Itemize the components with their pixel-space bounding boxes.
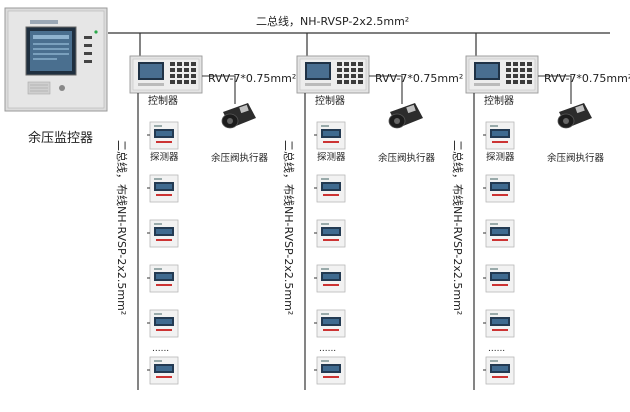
detector-1-6 (147, 356, 179, 385)
cable-label: RVV-7*0.75mm² (544, 72, 630, 85)
monitor-label: 余压监控器 (28, 130, 93, 146)
detector-label: 探测器 (317, 151, 346, 163)
actuator-label: 余压阀执行器 (378, 152, 436, 164)
detector-1-1 (147, 121, 179, 150)
detector-1-5 (147, 309, 179, 338)
column-1: RVV-7*0.75mm² 余压阀执行器 控制器二总线，布线NH-RVSP-2x2.… (115, 33, 296, 390)
cable-label: RVV-7*0.75mm² (208, 72, 296, 85)
detector-2-5 (314, 309, 346, 338)
actuator-cable (538, 75, 572, 104)
more-detectors-ellipsis: ...... (488, 344, 505, 354)
detector-2-1 (314, 121, 346, 150)
detector-3-6 (483, 356, 515, 385)
controller-label: 控制器 (315, 94, 345, 107)
controller-device (296, 55, 370, 94)
top-bus-label: 二总线，NH-RVSP-2x2.5mm² (256, 14, 409, 28)
detector-1-3 (147, 219, 179, 248)
detector-label: 探测器 (150, 151, 179, 163)
actuator-device (388, 103, 423, 129)
cable-label: RVV-7*0.75mm² (375, 72, 463, 85)
vertical-bus-label: 二总线，布线NH-RVSP-2x2.5mm² (451, 140, 465, 315)
column-3: RVV-7*0.75mm² 余压阀执行器 控制器二总线，布线NH-RVSP-2x2.… (451, 33, 630, 390)
actuator-device (221, 103, 256, 129)
more-detectors-ellipsis: ...... (319, 344, 336, 354)
controller-columns: RVV-7*0.75mm² 余压阀执行器 控制器二总线，布线NH-RVSP-2x2.… (115, 33, 630, 390)
detector-2-6 (314, 356, 346, 385)
vertical-bus-label: 二总线，布线NH-RVSP-2x2.5mm² (282, 140, 296, 315)
detector-3-4 (483, 264, 515, 293)
detector-2-2 (314, 174, 346, 203)
actuator-label: 余压阀执行器 (547, 152, 605, 164)
controller-device (129, 55, 203, 94)
detector-label: 探测器 (486, 151, 515, 163)
detector-2-3 (314, 219, 346, 248)
detector-1-2 (147, 174, 179, 203)
detector-1-4 (147, 264, 179, 293)
controller-label: 控制器 (148, 94, 178, 107)
actuator-device (557, 103, 592, 129)
actuator-cable (202, 75, 236, 104)
detector-3-1 (483, 121, 515, 150)
controller-device (465, 55, 539, 94)
column-2: RVV-7*0.75mm² 余压阀执行器 控制器二总线，布线NH-RVSP-2x2.… (282, 33, 463, 390)
monitor-cabinet (4, 7, 108, 112)
actuator-label: 余压阀执行器 (211, 152, 269, 164)
actuator-cable (369, 75, 403, 104)
vertical-bus-label: 二总线，布线NH-RVSP-2x2.5mm² (115, 140, 129, 315)
detector-3-3 (483, 219, 515, 248)
detector-3-2 (483, 174, 515, 203)
more-detectors-ellipsis: ...... (152, 344, 169, 354)
controller-label: 控制器 (484, 94, 514, 107)
detector-3-5 (483, 309, 515, 338)
detector-2-4 (314, 264, 346, 293)
